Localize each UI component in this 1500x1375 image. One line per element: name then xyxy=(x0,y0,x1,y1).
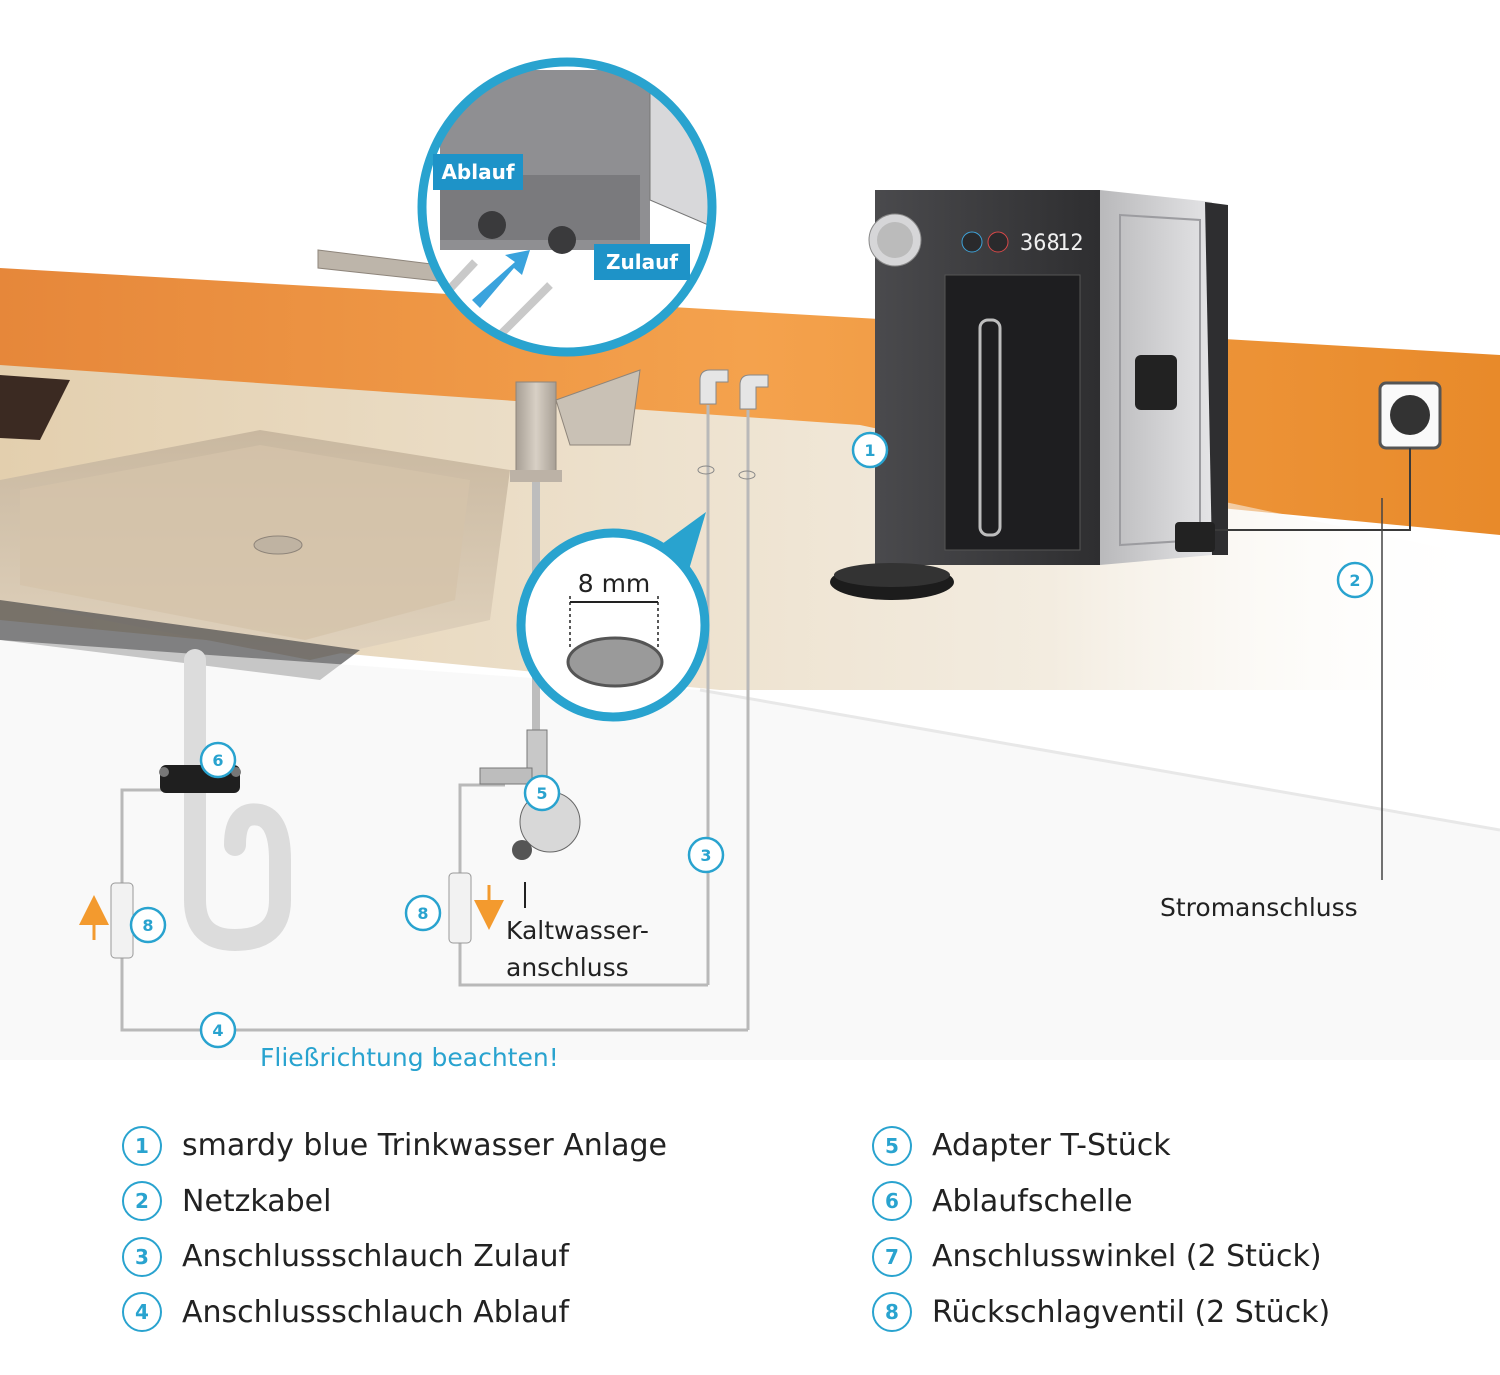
callout-8a: 8 xyxy=(142,916,153,935)
device-tank-tube xyxy=(978,318,1002,537)
cabinet-lower xyxy=(0,640,1500,1060)
angle-fittings xyxy=(699,369,769,410)
legend-text: Anschlusswinkel (2 Stück) xyxy=(932,1239,1322,1275)
inset-hose-b xyxy=(497,282,553,338)
callout-3: 3 xyxy=(700,846,711,865)
callout-6-circle xyxy=(199,741,237,779)
legend-text: Anschlussschlauch Zulauf xyxy=(182,1239,570,1275)
t-adapter-handle xyxy=(512,840,532,860)
hose-diameter-detail: 8 mm xyxy=(516,512,710,722)
legend-left: 1 smardy blue Trinkwasser Anlage 2 Netzkab… xyxy=(122,1118,667,1340)
cabinet-edge xyxy=(699,688,1500,832)
display-value-a: 368 xyxy=(1020,231,1060,256)
callout-8b-circle xyxy=(404,894,442,932)
legend-number: 7 xyxy=(872,1236,912,1277)
legend-number: 2 xyxy=(122,1181,162,1222)
legend-text: Anschlussschlauch Ablauf xyxy=(182,1294,570,1330)
callout-8b: 8 xyxy=(417,904,428,923)
measure-ring xyxy=(516,528,710,722)
legend-number: 8 xyxy=(872,1292,912,1333)
callout-3-circle xyxy=(687,836,725,874)
smardy-device: 368 12 xyxy=(830,190,1228,600)
callouts: 1 2 3 4 5 6 8 8 xyxy=(129,431,1374,1049)
faucet-lever xyxy=(555,369,641,446)
legend-right: 5 Adapter T-Stück 6 Ablaufschelle 7 Anschlu… xyxy=(872,1118,1330,1340)
hose-cross-section xyxy=(566,636,664,688)
hose-ring-2 xyxy=(738,470,756,480)
callout-6: 6 xyxy=(212,751,223,770)
measure-value: 8 mm xyxy=(578,569,651,598)
legend-text: smardy blue Trinkwasser Anlage xyxy=(182,1128,667,1164)
device-side-handle xyxy=(1135,355,1177,410)
legend-item: 5 Adapter T-Stück xyxy=(872,1118,1330,1174)
faucet-body xyxy=(515,381,557,481)
callout-4: 4 xyxy=(212,1021,223,1040)
sink-inner xyxy=(20,445,470,640)
legend-text: Netzkabel xyxy=(182,1183,332,1219)
power-connection-label: Stromanschluss xyxy=(1160,893,1358,922)
check-valve-drain xyxy=(110,882,134,959)
hose-ring-1 xyxy=(697,465,715,475)
cold-water-label-line1: Kaltwasser- xyxy=(506,916,649,945)
display-value-b: 12 xyxy=(1057,231,1084,256)
siphon-pipe xyxy=(184,649,291,952)
socket-face xyxy=(1390,395,1430,435)
device-tank xyxy=(944,274,1081,551)
device-knob-inner xyxy=(877,222,913,258)
cold-water-label: Kaltwasser- anschluss xyxy=(506,912,649,986)
angle-fitting-left xyxy=(699,369,729,405)
inset-drain-port xyxy=(478,211,506,239)
callout-5: 5 xyxy=(536,784,547,803)
legend-text: Rückschlagventil (2 Stück) xyxy=(932,1294,1331,1330)
check-valve-inlet xyxy=(448,872,472,944)
legend-item: 3 Anschlussschlauch Zulauf xyxy=(122,1229,667,1285)
legend-number: 5 xyxy=(872,1125,912,1166)
heat-icon xyxy=(987,231,1009,253)
ablauf-label: Ablauf xyxy=(441,160,514,184)
callout-2-circle xyxy=(1336,561,1374,599)
zulauf-tag xyxy=(594,244,690,280)
cold-water-label-line2: anschluss xyxy=(506,953,629,982)
callout-1-circle xyxy=(851,431,889,469)
siphon xyxy=(184,649,291,952)
inset-arrow xyxy=(472,250,530,308)
inset-ring xyxy=(417,57,717,357)
ablauf-tag xyxy=(433,154,523,190)
callout-8a-circle xyxy=(129,906,167,944)
callout-5-circle xyxy=(523,774,561,812)
t-adapter-arm xyxy=(479,767,533,785)
legend-number: 4 xyxy=(122,1292,162,1333)
legend-item: 1 smardy blue Trinkwasser Anlage xyxy=(122,1118,667,1174)
power-cable xyxy=(1215,448,1411,531)
callout-1: 1 xyxy=(864,441,875,460)
callout-4-circle xyxy=(199,1011,237,1049)
legend-text: Adapter T-Stück xyxy=(932,1128,1171,1164)
sink-drain xyxy=(253,535,303,555)
legend-text: Ablaufschelle xyxy=(932,1183,1133,1219)
flow-direction-note: Fließrichtung beachten! xyxy=(260,1043,559,1072)
legend-item: 6 Ablaufschelle xyxy=(872,1174,1330,1230)
drain-clamp-bolt-left xyxy=(159,767,169,777)
inset-inlet-port xyxy=(548,226,576,254)
legend-item: 2 Netzkabel xyxy=(122,1174,667,1230)
callout-2: 2 xyxy=(1349,571,1360,590)
legend-number: 1 xyxy=(122,1125,162,1166)
legend-item: 4 Anschlussschlauch Ablauf xyxy=(122,1285,667,1341)
legend-number: 6 xyxy=(872,1181,912,1222)
drip-tray-top xyxy=(834,563,950,587)
legend-item: 7 Anschlusswinkel (2 Stück) xyxy=(872,1229,1330,1285)
inset-connection-detail: Ablauf Zulauf xyxy=(417,57,717,357)
legend-number: 3 xyxy=(122,1236,162,1277)
zulauf-label: Zulauf xyxy=(606,250,678,274)
power-plug xyxy=(1175,522,1215,552)
legend-item: 8 Rückschlagventil (2 Stück) xyxy=(872,1285,1330,1341)
cooktop xyxy=(0,375,70,440)
device-top-edge xyxy=(1205,202,1228,555)
faucet-base xyxy=(510,470,562,482)
angle-fitting-right xyxy=(739,374,769,410)
water-drop-icon xyxy=(961,231,983,253)
wall-socket xyxy=(1378,381,1442,450)
